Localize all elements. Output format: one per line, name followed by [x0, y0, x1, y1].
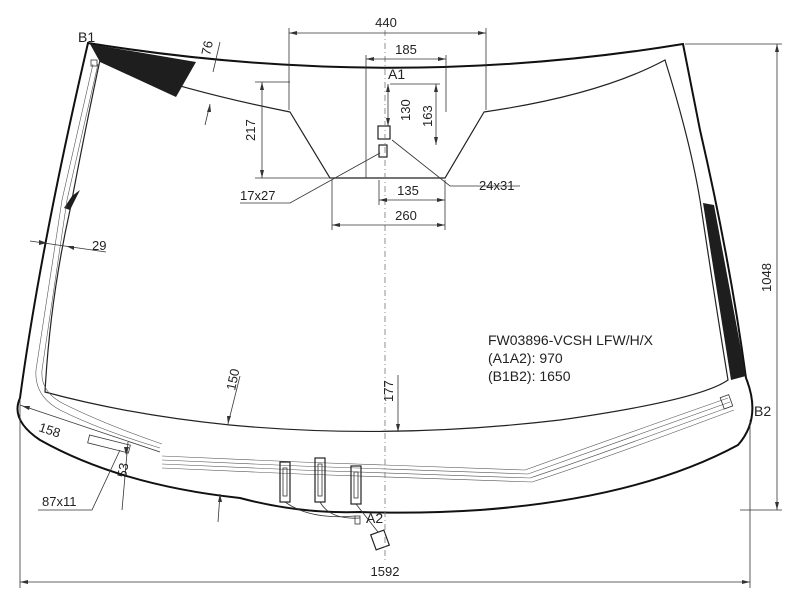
dim-130-label: 130 — [398, 99, 413, 121]
part-a1a2: (A1A2): 970 — [488, 350, 563, 366]
dim-1048-label: 1048 — [759, 263, 774, 292]
dim-53 — [121, 441, 129, 511]
dim-440 — [288, 28, 487, 110]
left-side-print — [64, 190, 80, 210]
sensor-box-small — [378, 144, 388, 158]
dim-217 — [255, 81, 332, 179]
dim-177 — [396, 375, 400, 432]
bottom-heating-strips — [161, 394, 735, 483]
left-heating-strip — [35, 63, 161, 449]
point-b2: B2 — [754, 403, 771, 419]
point-a2: A2 — [366, 510, 383, 526]
right-side-print — [703, 203, 746, 380]
dim-135 — [378, 180, 446, 205]
label-area — [87, 434, 131, 454]
connectors — [279, 457, 391, 551]
point-b1: B1 — [78, 29, 95, 45]
sensor-17x27-label: 17x27 — [240, 188, 275, 203]
sensor-box-large — [377, 125, 391, 140]
dim-185-label: 185 — [395, 42, 417, 57]
top-left-print — [90, 44, 196, 97]
point-a1: A1 — [388, 66, 405, 82]
label-87x11-leader — [38, 449, 121, 511]
label-87x11: 87x11 — [42, 494, 76, 509]
dim-135-label: 135 — [397, 183, 419, 198]
dim-29-label: 29 — [92, 238, 106, 253]
part-code: FW03896-VCSH LFW/H/X — [488, 332, 654, 348]
sensor-24x31-leader — [391, 139, 520, 187]
dim-260 — [331, 180, 446, 230]
dim-163-label: 163 — [420, 105, 435, 127]
dim-76-label: 76 — [198, 39, 216, 56]
glass-outline — [16, 41, 754, 514]
dim-53-label: 53 — [114, 462, 131, 479]
dim-1592 — [19, 400, 751, 588]
dim-76-leader — [212, 41, 221, 73]
dim-158 — [19, 404, 161, 453]
dim-177-label: 177 — [381, 380, 396, 402]
visible-area-outline — [44, 59, 729, 433]
part-b1b2: (B1B2): 1650 — [488, 368, 571, 384]
dim-150 — [227, 375, 241, 425]
dim-217-label: 217 — [243, 119, 258, 141]
dim-260-label: 260 — [395, 208, 417, 223]
sensor-24x31-label: 24x31 — [479, 178, 514, 193]
dim-1048 — [685, 43, 782, 511]
left-heating-strip-2 — [41, 63, 163, 445]
sensor-17x27-leader — [240, 152, 381, 204]
dim-29 — [29, 240, 107, 253]
dim-185 — [365, 55, 447, 178]
dim-150-label: 150 — [223, 367, 242, 391]
dim-1592-label: 1592 — [371, 564, 400, 579]
strip-terminal — [90, 59, 98, 67]
dim-158-label: 158 — [37, 420, 62, 441]
dim-130-163 — [386, 83, 440, 145]
dim-440-label: 440 — [375, 15, 397, 30]
